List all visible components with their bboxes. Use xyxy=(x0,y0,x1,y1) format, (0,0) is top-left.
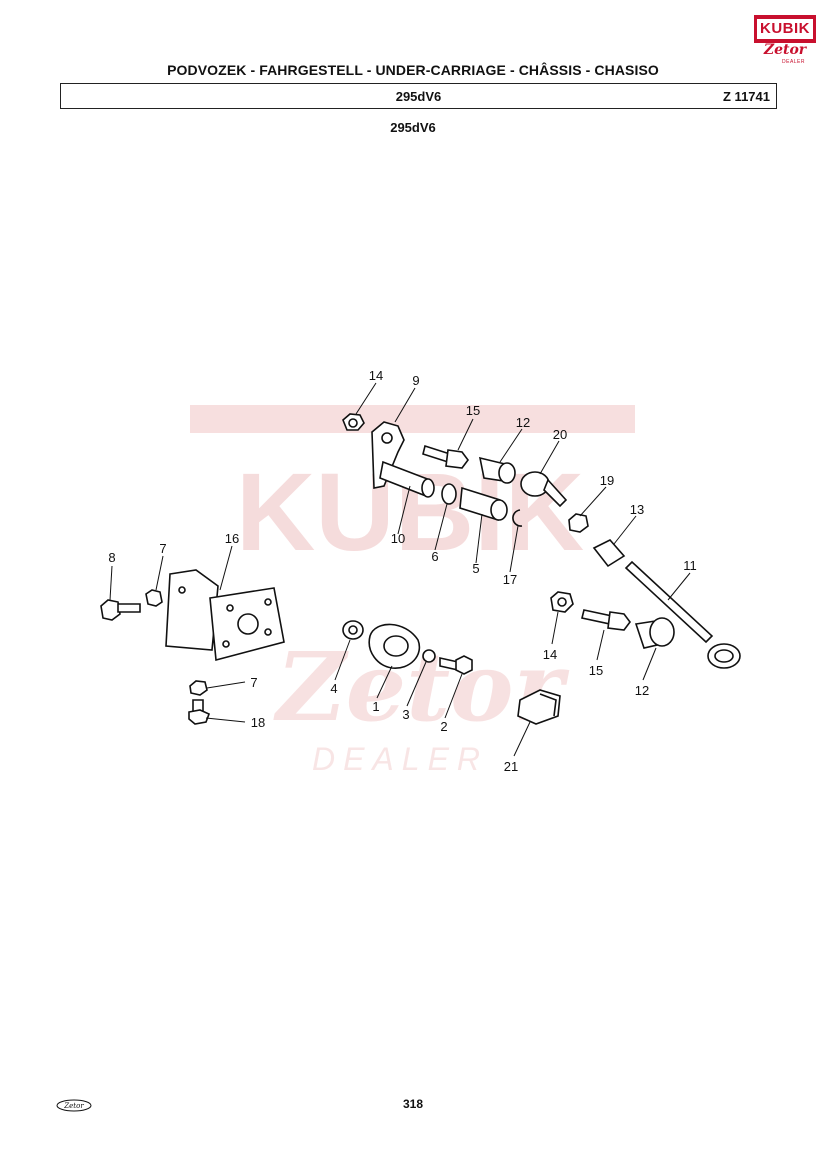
callout-10: 10 xyxy=(391,531,405,546)
part-6-ring xyxy=(441,483,457,505)
logo-zetor-text: Zetor xyxy=(763,42,807,58)
watermark-brand: KUBIK xyxy=(236,451,584,574)
callout-7: 7 xyxy=(159,541,166,556)
watermark-tag: DEALER xyxy=(312,741,488,777)
diagram-model-label: 295dV6 xyxy=(390,120,436,135)
callout-7-lower: 7 xyxy=(250,675,257,690)
watermark-make: Zetor xyxy=(272,632,569,743)
callout-15-lower: 15 xyxy=(589,663,603,678)
callout-18: 18 xyxy=(251,715,265,730)
callout-17: 17 xyxy=(503,572,517,587)
footer-zetor-logo: Zetor xyxy=(56,1099,92,1112)
callout-5: 5 xyxy=(472,561,479,576)
part-5-sleeve xyxy=(459,486,508,522)
callout-21: 21 xyxy=(504,759,518,774)
callout-2: 2 xyxy=(440,719,447,734)
logo-red-box: KUBIK xyxy=(754,15,816,43)
callout-3: 3 xyxy=(402,707,409,722)
part-1-flange xyxy=(368,623,421,669)
callout-20: 20 xyxy=(553,427,567,442)
leader-lines xyxy=(109,382,691,757)
part-10-pin xyxy=(379,460,435,498)
part-12-bushing-upper xyxy=(478,456,516,484)
part-20-housing xyxy=(520,471,568,508)
callout-13: 13 xyxy=(630,502,644,517)
watermark-band xyxy=(190,405,635,433)
callout-11: 11 xyxy=(683,558,697,573)
part-7-nut xyxy=(145,589,163,607)
part-15-bolt-upper xyxy=(422,444,469,469)
part-4-washer xyxy=(342,620,364,640)
callout-12: 12 xyxy=(516,415,530,430)
callout-6: 6 xyxy=(431,549,438,564)
exploded-parts-diagram: KUBIK Zetor DEALER xyxy=(100,368,741,777)
part-13-coupling xyxy=(592,539,626,568)
callout-8: 8 xyxy=(108,550,115,565)
part-3-washer xyxy=(422,649,436,663)
callout-16: 16 xyxy=(225,531,239,546)
footer-logo-text: Zetor xyxy=(63,1102,84,1110)
part-15-bolt-lower xyxy=(581,609,631,631)
callout-12-lower: 12 xyxy=(635,683,649,698)
part-11-rod xyxy=(624,560,741,669)
part-14-nut xyxy=(342,413,365,431)
callout-9: 9 xyxy=(412,373,419,388)
part-2-bolt xyxy=(439,655,473,675)
part-21-switch xyxy=(517,689,561,725)
part-17-clip xyxy=(512,509,523,527)
kubik-zetor-logo: KUBIK Zetor DEALER xyxy=(754,15,816,65)
part-19-nut xyxy=(568,513,589,533)
part-8-bolt xyxy=(100,599,141,621)
page-number: 318 xyxy=(402,1097,424,1111)
part-16-bracket xyxy=(165,569,285,662)
header-box: 295dV6 Z 11741 xyxy=(60,83,777,109)
header-code: Z 11741 xyxy=(723,89,770,104)
callout-14-lower: 14 xyxy=(543,647,557,662)
header-model: 295dV6 xyxy=(395,89,442,104)
logo-dealer-text: DEALER xyxy=(782,59,806,65)
callout-1: 1 xyxy=(372,699,379,714)
page-title: PODVOZEK - FAHRGESTELL - UNDER-CARRIAGE … xyxy=(167,62,659,78)
callout-4: 4 xyxy=(330,681,337,696)
callout-19: 19 xyxy=(600,473,614,488)
callout-14: 14 xyxy=(369,368,383,383)
part-7-nut-lower xyxy=(189,680,208,696)
part-12-bushing-lower xyxy=(634,617,675,649)
part-9-bracket xyxy=(371,421,405,489)
logo-kubik-text: KUBIK xyxy=(757,19,813,39)
part-14-nut-lower xyxy=(550,591,574,613)
callout-15: 15 xyxy=(466,403,480,418)
part-18-bolt xyxy=(188,699,211,725)
